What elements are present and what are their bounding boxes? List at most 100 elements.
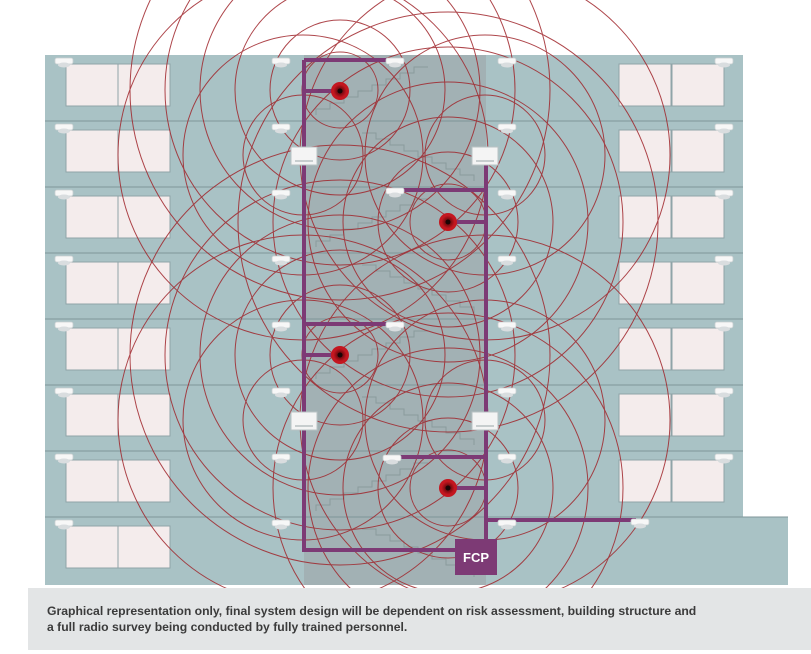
smoke-detector-icon — [54, 453, 74, 464]
sounders — [331, 82, 457, 497]
window — [65, 393, 119, 437]
smoke-detector-icon — [54, 387, 74, 398]
radio-translators — [290, 146, 499, 431]
window — [117, 195, 171, 239]
smoke-detector-icon — [54, 189, 74, 200]
sounder-icon — [331, 346, 349, 364]
window — [65, 63, 119, 107]
sounder-icon — [439, 479, 457, 497]
smoke-detector-icon — [271, 123, 291, 134]
window — [671, 393, 725, 437]
smoke-detector-icon — [497, 387, 517, 398]
window — [117, 63, 171, 107]
smoke-detector-icon — [271, 519, 291, 530]
smoke-detector-icon — [497, 453, 517, 464]
window — [671, 195, 725, 239]
caption-text: Graphical representation only, final sys… — [47, 603, 747, 635]
fire-system-diagram: FCP — [45, 0, 788, 590]
coverage-ring — [342, 382, 554, 590]
smoke-detector-icon — [385, 187, 405, 198]
smoke-detector-icon — [385, 57, 405, 68]
window — [618, 393, 672, 437]
smoke-detector-icon — [714, 255, 734, 266]
coverage-ring — [342, 116, 554, 328]
coverage-ring — [307, 347, 589, 590]
window — [671, 327, 725, 371]
window — [671, 459, 725, 503]
coverage-ring — [269, 19, 411, 161]
window — [65, 129, 119, 173]
stair-flight — [362, 396, 475, 445]
smoke-detector-icon — [271, 453, 291, 464]
window — [117, 525, 171, 569]
smoke-detector-icon — [497, 57, 517, 68]
radio-translator-icon — [471, 146, 499, 166]
fire-control-panel: FCP — [455, 539, 497, 575]
coverage-ring — [377, 151, 519, 293]
smoke-detector-icon — [497, 519, 517, 530]
window — [618, 327, 672, 371]
coverage-ring — [269, 284, 411, 426]
coverage-ring — [164, 0, 516, 266]
window — [618, 261, 672, 305]
window — [618, 195, 672, 239]
smoke-detectors — [54, 57, 734, 530]
smoke-detector-icon — [497, 123, 517, 134]
smoke-detector-icon — [630, 518, 650, 529]
radio-translator-icon — [290, 411, 318, 431]
smoke-detector-icon — [54, 123, 74, 134]
smoke-detector-icon — [714, 189, 734, 200]
coverage-ring — [234, 249, 446, 461]
window — [65, 261, 119, 305]
window — [65, 459, 119, 503]
window — [618, 129, 672, 173]
window — [618, 459, 672, 503]
window — [671, 261, 725, 305]
smoke-detector-icon — [497, 255, 517, 266]
smoke-detector-icon — [271, 321, 291, 332]
radio-translator-icon — [290, 146, 318, 166]
window — [117, 261, 171, 305]
coverage-ring — [272, 312, 624, 590]
smoke-detector-icon — [54, 57, 74, 68]
windows — [65, 63, 725, 569]
coverage-ring — [377, 417, 519, 559]
smoke-detector-icon — [54, 321, 74, 332]
coverage-ring — [237, 11, 659, 433]
smoke-detector-icon — [714, 57, 734, 68]
caption-line-2: a full radio survey being conducted by f… — [47, 620, 408, 634]
smoke-detector-icon — [714, 453, 734, 464]
smoke-detector-icon — [271, 387, 291, 398]
smoke-detector-icon — [382, 454, 402, 465]
cable-left-riser — [302, 60, 455, 552]
smoke-detector-icon — [271, 255, 291, 266]
smoke-detector-icon — [497, 189, 517, 200]
fcp-label: FCP — [463, 550, 489, 565]
window — [65, 525, 119, 569]
smoke-detector-icon — [54, 519, 74, 530]
sounder-icon — [439, 213, 457, 231]
window — [618, 63, 672, 107]
coverage-ring — [234, 0, 446, 196]
caption-line-1: Graphical representation only, final sys… — [47, 604, 697, 618]
smoke-detector-icon — [497, 321, 517, 332]
smoke-detector-icon — [714, 321, 734, 332]
smoke-detector-icon — [271, 57, 291, 68]
smoke-detector-icon — [54, 255, 74, 266]
stair-flight — [315, 462, 428, 511]
radio-translator-icon — [471, 411, 499, 431]
stair-flight — [362, 132, 475, 181]
coverage-ring — [199, 0, 481, 231]
window — [65, 327, 119, 371]
stair-flight — [315, 330, 428, 379]
window — [117, 327, 171, 371]
floor-lines — [45, 120, 788, 518]
coverage-ring — [199, 214, 481, 496]
window — [671, 129, 725, 173]
smoke-detector-icon — [385, 321, 405, 332]
coverage-ring — [307, 81, 589, 363]
sounder-icon — [331, 82, 349, 100]
stair-flight — [315, 66, 428, 115]
fire-control-panel-icon — [455, 539, 497, 575]
smoke-detector-icon — [714, 123, 734, 134]
